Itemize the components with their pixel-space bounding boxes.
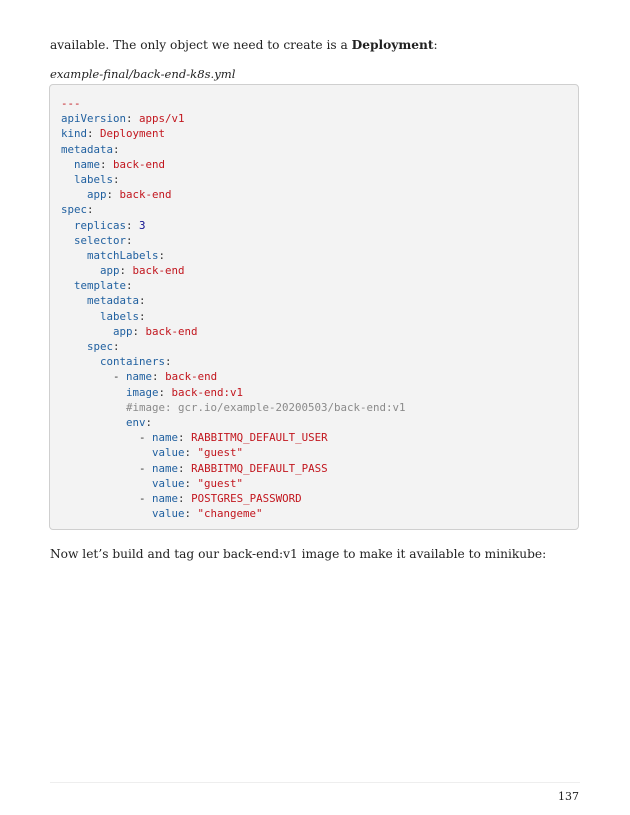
code-line: template: — [74, 279, 133, 293]
code-line: value: "guest" — [152, 476, 244, 490]
intro-paragraph: available. The only object we need to cr… — [50, 37, 580, 53]
code-line: app: back-end — [113, 324, 198, 338]
code-line: app: back-end — [87, 188, 172, 202]
code-line: selector: — [74, 233, 133, 247]
code-caption: example-final/back-end-k8s.yml — [50, 67, 236, 81]
footer-divider — [50, 782, 580, 783]
page-number: 137 — [558, 790, 579, 803]
code-line: spec: — [87, 340, 120, 353]
code-line: replicas: 3 — [74, 218, 146, 232]
code-line: metadata: — [87, 294, 146, 308]
code-line: labels: — [100, 309, 146, 323]
code-line: - name: RABBITMQ_DEFAULT_PASS — [139, 461, 328, 475]
code-line: env: — [126, 415, 153, 429]
code-line: matchLabels: — [87, 248, 166, 262]
code-line: apiVersion: apps/v1 — [61, 112, 185, 126]
intro-text-end: : — [433, 38, 438, 52]
code-line: name: back-end — [74, 157, 166, 171]
code-comment-line: #image: gcr.io/example-20200503/back-end… — [126, 400, 406, 414]
code-line: kind: Deployment — [61, 127, 166, 141]
code-line: metadata: — [61, 142, 120, 156]
code-line: app: back-end — [100, 264, 185, 278]
intro-bold-term: Deployment — [351, 38, 434, 52]
code-line: image: back-end:v1 — [126, 385, 244, 399]
outro-paragraph: Now let’s build and tag our back-end:v1 … — [50, 547, 547, 561]
code-line: value: "guest" — [152, 446, 244, 460]
code-line: spec: — [61, 203, 94, 217]
code-line: - name: POSTGRES_PASSWORD — [139, 491, 302, 505]
code-line: value: "changeme" — [152, 507, 263, 521]
code-line: --- — [61, 97, 81, 110]
code-line: - name: RABBITMQ_DEFAULT_USER — [139, 431, 328, 445]
code-line: containers: — [100, 355, 172, 369]
code-line: - name: back-end — [113, 370, 218, 384]
intro-text: available. The only object we need to cr… — [50, 38, 352, 52]
code-line: labels: — [74, 172, 120, 186]
